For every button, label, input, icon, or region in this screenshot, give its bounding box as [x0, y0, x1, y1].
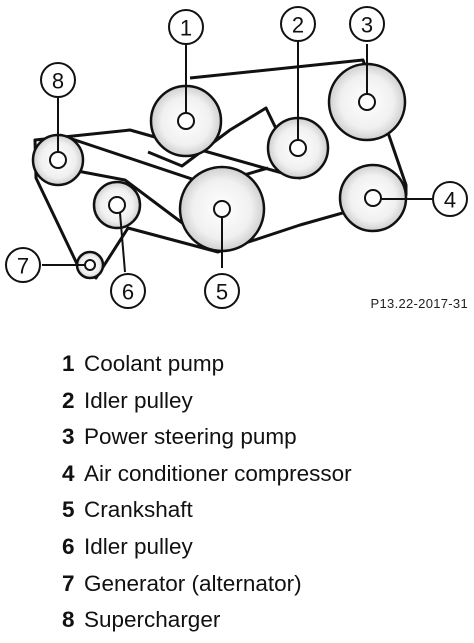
callout-1-label: 1: [180, 16, 192, 41]
callout-4-circle: [432, 181, 468, 217]
legend-label: Generator (alternator): [84, 570, 302, 596]
callout-7-label: 7: [17, 254, 29, 279]
idler-pulley-lower: [92, 180, 142, 230]
ac-compressor-pulley: [338, 163, 408, 233]
legend-item: 8 Supercharger: [62, 602, 352, 639]
supercharger-pulley: [31, 133, 85, 187]
figure-reference: P13.22-2017-31: [370, 296, 468, 311]
legend-label: Idler pulley: [84, 387, 193, 413]
legend-number: 8: [62, 607, 75, 633]
callout-5-label: 5: [216, 280, 228, 305]
legend-item: 2 Idler pulley: [62, 383, 352, 420]
callout-3-circle: [349, 6, 385, 42]
legend-label: Power steering pump: [84, 424, 297, 450]
legend-item: 1 Coolant pump: [62, 346, 352, 383]
crankshaft-pulley: [178, 165, 266, 253]
callout-7-circle: [5, 247, 41, 283]
legend-number: 6: [62, 533, 75, 559]
callout-3-label: 3: [361, 13, 373, 38]
belt-routing-diagram: 1 2 3 4 5 6 7 8: [5, 6, 468, 309]
callout-6-circle: [110, 273, 146, 309]
callout-2-label: 2: [292, 13, 304, 38]
legend-item: 3 Power steering pump: [62, 419, 352, 456]
legend-label: Air conditioner compressor: [84, 460, 352, 486]
coolant-pump-pulley: [149, 84, 223, 158]
legend-number: 4: [62, 460, 75, 486]
legend-number: 1: [62, 351, 75, 376]
legend-label: Coolant pump: [84, 351, 225, 376]
legend-item: 6 Idler pulley: [62, 529, 352, 566]
legend-number: 5: [62, 497, 75, 523]
legend-label: Supercharger: [84, 607, 221, 633]
legend-number: 3: [62, 424, 75, 450]
legend-item: 7 Generator (alternator): [62, 566, 352, 603]
callout-8-label: 8: [52, 69, 64, 94]
callout-2-circle: [280, 6, 316, 42]
callout-1-circle: [168, 9, 204, 45]
legend-item: 4 Air conditioner compressor: [62, 456, 352, 493]
callout-8-circle: [40, 62, 76, 98]
callout-5-circle: [204, 273, 240, 309]
callout-4-label: 4: [444, 188, 456, 213]
legend-item: 5 Crankshaft: [62, 492, 352, 529]
legend-label: Crankshaft: [84, 497, 193, 523]
legend-number: 2: [62, 387, 75, 413]
legend-label: Idler pulley: [84, 533, 193, 559]
legend-number: 7: [62, 570, 75, 596]
callout-6-label: 6: [122, 280, 134, 305]
